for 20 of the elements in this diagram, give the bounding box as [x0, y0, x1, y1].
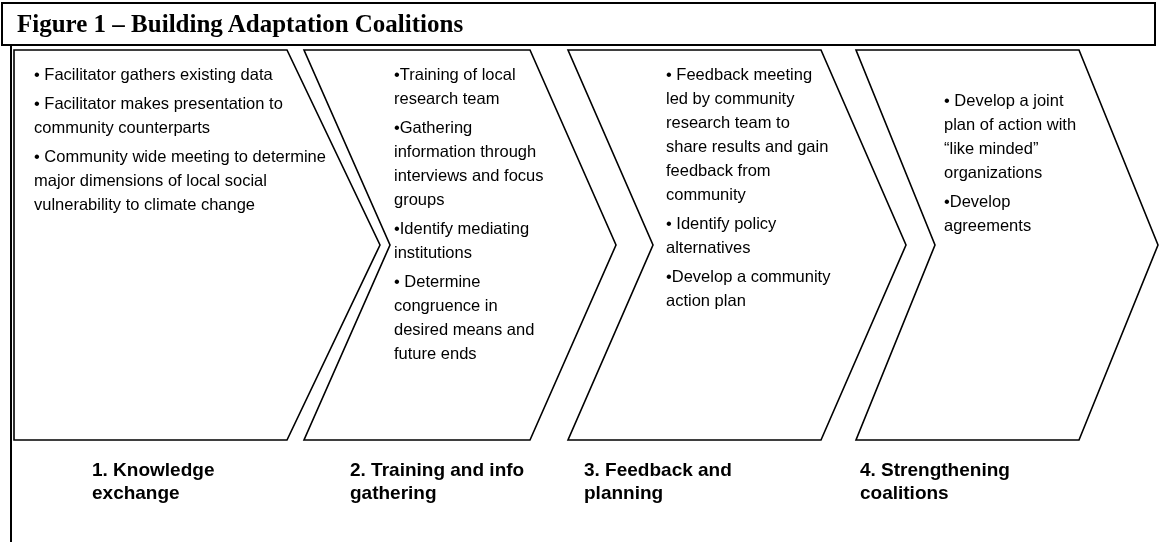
chevron-step	[856, 50, 1158, 440]
bullet-text: • Feedback meeting led by community research team to share results and gain feedback from community	[666, 64, 830, 205]
bullet-text: • Identify policy alternatives	[666, 213, 778, 258]
bullet-text: • Community wide meeting to determine major dimensions of local social vulnerability to climate change	[34, 146, 327, 215]
bullet-text: • Facilitator makes presentation to community counterparts	[34, 93, 284, 138]
chevron-step	[568, 50, 906, 440]
figure-title: Figure 1 – Building Adaptation Coalitions	[1, 2, 1156, 46]
step-label: 2. Training and info gathering	[350, 458, 526, 504]
bullet-text: •Training of local research team	[394, 64, 517, 109]
bullet-text: •Develop agreements	[944, 191, 1033, 236]
step-label: 3. Feedback and planning	[584, 458, 733, 504]
bullet-text: •Gathering information through interviews and focus groups	[394, 117, 544, 210]
bullet-text: • Develop a joint plan of action with “like minded” organizations	[944, 90, 1078, 183]
bullet-text: •Develop a community action plan	[666, 266, 831, 311]
bullet-text: •Identify mediating institutions	[394, 218, 531, 263]
step-label: 1. Knowledge exchange	[92, 458, 216, 504]
bullet-text: • Determine congruence in desired means and future ends	[394, 271, 536, 364]
step-label: 4. Strengthening coalitions	[860, 458, 1011, 504]
bullet-text: • Facilitator gathers existing data	[34, 64, 274, 85]
chevron-step	[14, 50, 380, 440]
